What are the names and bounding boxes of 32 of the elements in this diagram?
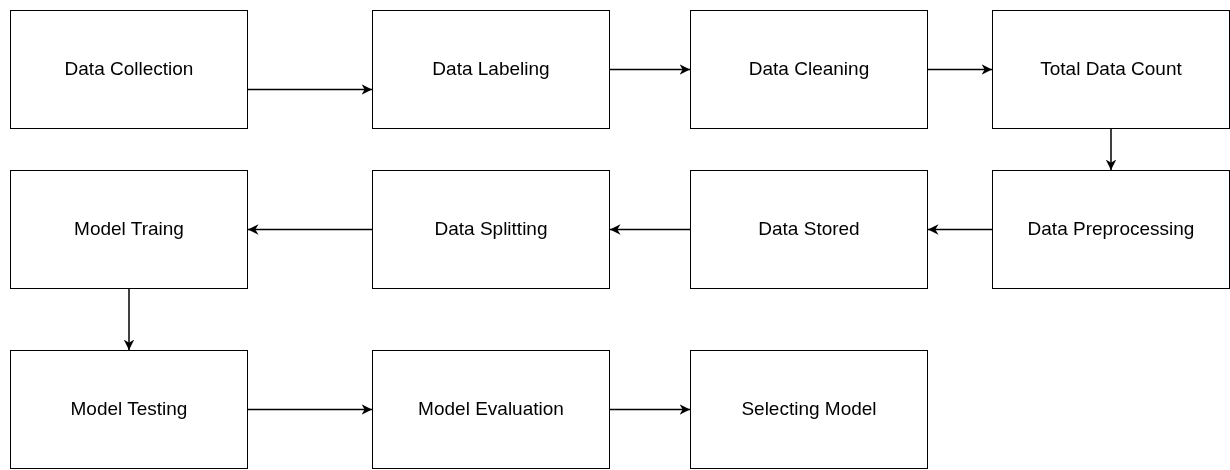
arrow [247, 404, 373, 415]
box-label: Model Traing [73, 217, 185, 242]
box-label: Data Splitting [433, 217, 549, 242]
process-box [10, 10, 248, 129]
box-label: Data Collection [63, 57, 195, 82]
box-label: Selecting Model [740, 397, 878, 422]
arrow [927, 224, 993, 235]
process-box [690, 170, 928, 289]
box-label: Data Stored [757, 217, 861, 242]
box-label: Data Labeling [431, 57, 551, 82]
process-box [690, 350, 928, 469]
process-box [372, 350, 610, 469]
arrow [609, 404, 691, 415]
box-label: Data Preprocessing [1026, 217, 1196, 242]
box-label: Model Evaluation [417, 397, 565, 422]
box-label: Model Testing [69, 397, 189, 422]
arrow [609, 64, 691, 75]
arrow [123, 288, 135, 351]
process-box [10, 350, 248, 469]
process-box [10, 170, 248, 289]
process-box [992, 170, 1230, 289]
arrow [609, 224, 691, 235]
arrow [927, 64, 993, 75]
box-label: Data Cleaning [747, 57, 871, 82]
arrow [247, 224, 373, 235]
arrow [1105, 128, 1117, 171]
process-box [690, 10, 928, 129]
process-box [992, 10, 1230, 129]
box-label: Total Data Count [1039, 57, 1183, 82]
process-box [372, 170, 610, 289]
arrow [247, 84, 373, 95]
process-box [372, 10, 610, 129]
